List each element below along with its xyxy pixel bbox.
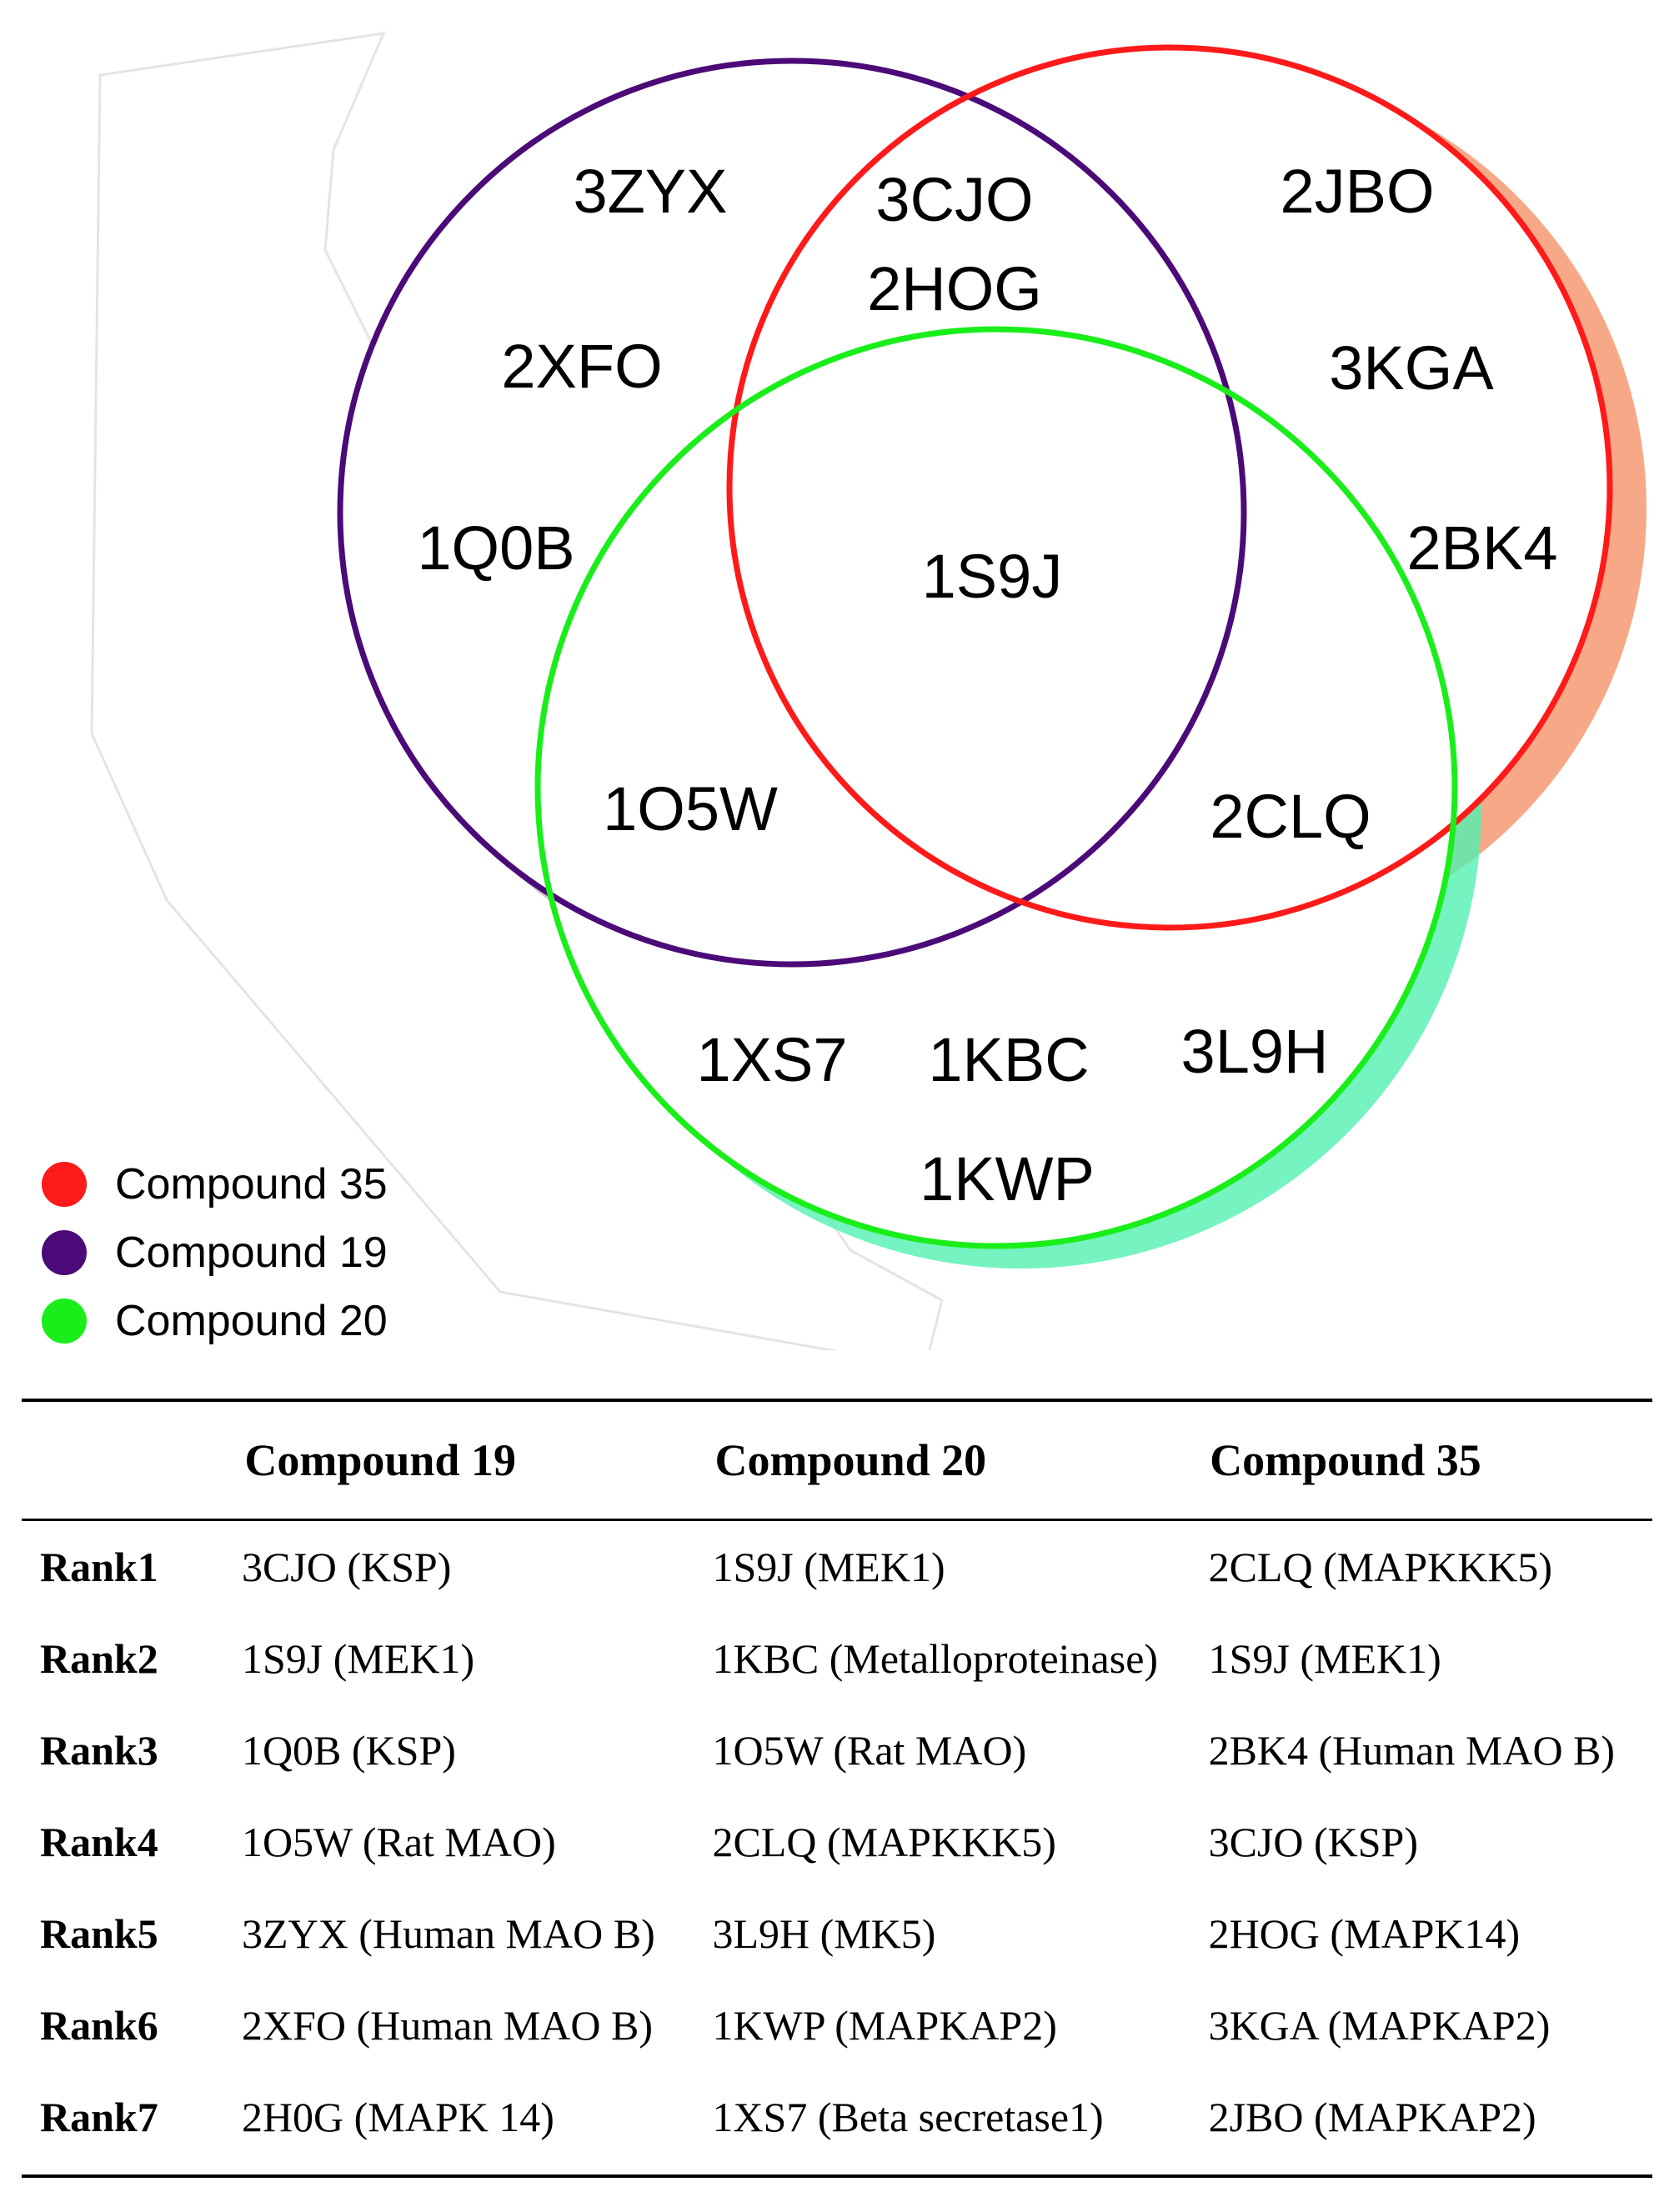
- label-3L9H: 3L9H: [1181, 1017, 1329, 1086]
- label-3KGA: 3KGA: [1329, 333, 1494, 403]
- compound-35-cell: 2BK4 (Human MAO B): [1208, 1727, 1616, 1774]
- label-3CJO: 3CJO: [875, 165, 1033, 234]
- label-1KWP: 1KWP: [920, 1144, 1095, 1214]
- legend-item-compound-35: Compound 35: [42, 1150, 388, 1219]
- circle-compound-35: [726, 44, 1613, 931]
- rank-cell: Rank2: [40, 1635, 158, 1682]
- compound-20-cell: 1O5W (Rat MAO): [712, 1727, 1027, 1774]
- label-1KBC: 1KBC: [928, 1025, 1089, 1094]
- table-row: Rank1 3CJO (KSP) 1S9J (MEK1) 2CLQ (MAPKK…: [22, 1521, 1652, 1613]
- header-compound-35: Compound 35: [1210, 1435, 1481, 1485]
- legend-dot-icon: [42, 1299, 87, 1344]
- ranking-table: Compound 19 Compound 20 Compound 35 Rank…: [22, 1399, 1652, 2178]
- table-top-rule: [22, 1399, 1652, 1402]
- legend-dot-icon: [42, 1230, 87, 1275]
- circle-compound-19: [337, 58, 1247, 968]
- compound-20-cell: 1XS7 (Beta secretase1): [712, 2094, 1104, 2140]
- rank-cell: Rank3: [40, 1727, 158, 1774]
- label-2JBO: 2JBO: [1280, 157, 1434, 226]
- table-row: Rank5 3ZYX (Human MAO B) 3L9H (MK5) 2HOG…: [22, 1888, 1652, 1979]
- compound-19-cell: 1Q0B (KSP): [241, 1727, 456, 1774]
- compound-35-cell: 1S9J (MEK1): [1208, 1635, 1441, 1682]
- compound-19-cell: 1S9J (MEK1): [241, 1635, 475, 1682]
- fill-compound-20: [538, 329, 1455, 1246]
- table-header-row: Compound 19 Compound 20 Compound 35: [22, 1402, 1652, 1519]
- table-row: Rank3 1Q0B (KSP) 1O5W (Rat MAO) 2BK4 (Hu…: [22, 1704, 1652, 1796]
- compound-19-cell: 3ZYX (Human MAO B): [241, 1910, 655, 1957]
- circle-compound-20: [534, 326, 1458, 1249]
- compound-20-cell: 2CLQ (MAPKKK5): [712, 1819, 1056, 1865]
- label-1XS7: 1XS7: [696, 1025, 847, 1094]
- compound-20-cell: 1KBC (Metalloproteinase): [712, 1635, 1159, 1682]
- rank-cell: Rank4: [40, 1819, 158, 1865]
- header-compound-19: Compound 19: [244, 1435, 516, 1485]
- legend-item-compound-19: Compound 19: [42, 1219, 388, 1287]
- compound-19-cell: 1O5W (Rat MAO): [241, 1819, 556, 1865]
- header-compound-20: Compound 20: [714, 1435, 987, 1485]
- compound-19-cell: 2XFO (Human MAO B): [241, 2002, 653, 2049]
- rank-cell: Rank7: [40, 2094, 158, 2140]
- compound-35-cell: 2CLQ (MAPKKK5): [1208, 1544, 1553, 1590]
- rank-cell: Rank1: [40, 1544, 158, 1590]
- compound-19-cell: 3CJO (KSP): [241, 1544, 452, 1590]
- venn-diagram: 3ZYX 2XFO 1Q0B 3CJO 2HOG 2JBO 3KGA 2BK4 …: [90, 32, 1646, 1350]
- rank-cell: Rank5: [40, 1910, 158, 1957]
- legend-label: Compound 20: [115, 1297, 388, 1345]
- legend-dot-icon: [42, 1162, 87, 1207]
- label-1S9J: 1S9J: [922, 542, 1063, 611]
- table-row: Rank2 1S9J (MEK1) 1KBC (Metalloproteinas…: [22, 1613, 1652, 1704]
- legend-item-compound-20: Compound 20: [42, 1287, 388, 1355]
- compound-20-cell: 1KWP (MAPKAP2): [712, 2002, 1057, 2049]
- compound-35-cell: 3CJO (KSP): [1208, 1819, 1419, 1865]
- label-1Q0B: 1Q0B: [417, 513, 574, 583]
- label-2BK4: 2BK4: [1406, 513, 1557, 583]
- label-1O5W: 1O5W: [603, 774, 778, 843]
- label-3ZYX: 3ZYX: [573, 157, 727, 226]
- compound-20-cell: 1S9J (MEK1): [712, 1544, 945, 1590]
- legend-label: Compound 19: [115, 1229, 388, 1277]
- table-row: Rank7 2H0G (MAPK 14) 1XS7 (Beta secretas…: [22, 2071, 1652, 2163]
- table-header-rule: [22, 1519, 1652, 1521]
- compound-19-cell: 2H0G (MAPK 14): [241, 2094, 554, 2140]
- label-2XFO: 2XFO: [501, 332, 662, 401]
- compound-20-cell: 3L9H (MK5): [712, 1910, 936, 1957]
- label-2HOG: 2HOG: [867, 254, 1042, 323]
- header-rank: [22, 1402, 244, 1519]
- compound-35-cell: 2JBO (MAPKAP2): [1208, 2094, 1536, 2140]
- table-row: Rank4 1O5W (Rat MAO) 2CLQ (MAPKKK5) 3CJO…: [22, 1796, 1652, 1888]
- label-2CLQ: 2CLQ: [1210, 782, 1371, 851]
- rank-cell: Rank6: [40, 2002, 158, 2049]
- table-row: Rank6 2XFO (Human MAO B) 1KWP (MAPKAP2) …: [22, 1979, 1652, 2071]
- compound-35-cell: 3KGA (MAPKAP2): [1208, 2002, 1551, 2049]
- legend: Compound 35 Compound 19 Compound 20: [42, 1150, 388, 1355]
- compound-35-cell: 2HOG (MAPK14): [1208, 1910, 1521, 1957]
- legend-label: Compound 35: [115, 1160, 388, 1209]
- table-bottom-rule: [22, 2174, 1652, 2178]
